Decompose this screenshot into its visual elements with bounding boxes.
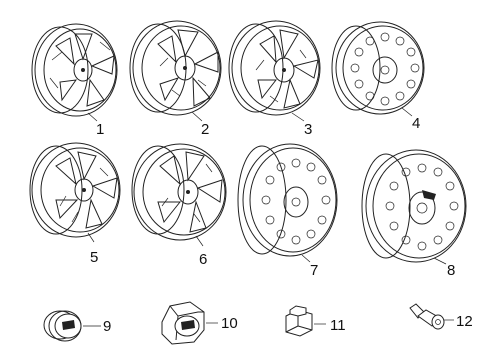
leader-2 (191, 111, 203, 122)
wheel-3 (228, 20, 321, 116)
callout-4: 4 (412, 115, 420, 132)
leader-8 (433, 257, 447, 265)
wheel-4 (331, 21, 425, 115)
callout-12: 12 (456, 313, 473, 330)
callout-9: 9 (103, 318, 111, 335)
leader-3 (291, 112, 305, 122)
callout-10: 10 (221, 315, 238, 332)
callout-3: 3 (304, 121, 312, 138)
lug-nut (285, 305, 313, 337)
wheel-2 (129, 20, 222, 116)
wheel-1 (31, 23, 118, 117)
callout-5: 5 (90, 249, 98, 266)
center-cap (43, 310, 82, 342)
callout-1: 1 (96, 121, 104, 138)
callout-2: 2 (201, 121, 209, 138)
wheel-8 (361, 149, 467, 263)
center-cap-hex (161, 301, 205, 345)
leader-4 (401, 107, 413, 117)
leader-7 (301, 254, 311, 263)
valve-stem (409, 303, 445, 330)
leader-5 (87, 232, 95, 243)
wheel-5 (29, 142, 121, 238)
callout-6: 6 (199, 251, 207, 268)
callout-11: 11 (330, 317, 346, 334)
wheel-7 (237, 143, 338, 257)
callout-8: 8 (447, 262, 455, 279)
leader-6 (195, 235, 204, 247)
wheel-6 (131, 143, 227, 241)
leader-1 (87, 112, 98, 122)
callout-7: 7 (310, 262, 318, 279)
